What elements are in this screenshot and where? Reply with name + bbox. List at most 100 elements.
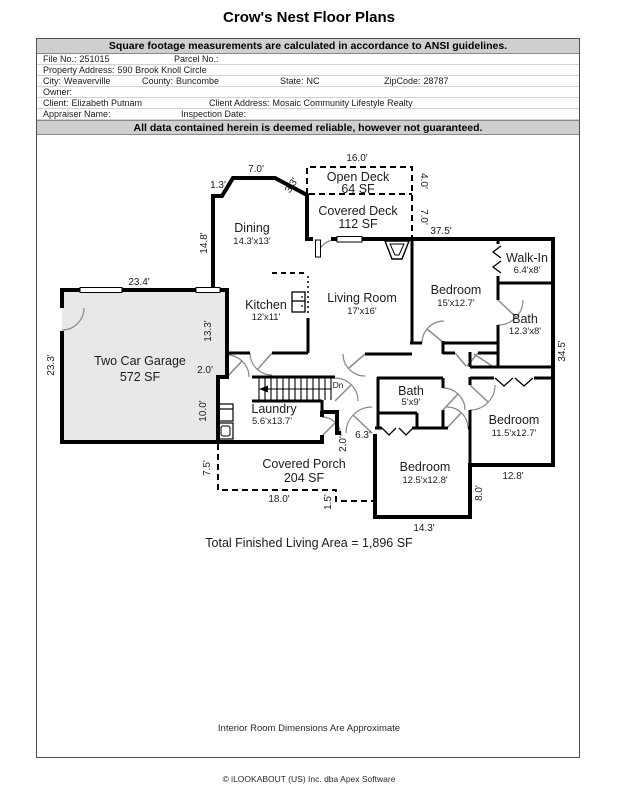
file-no-value: 251015 bbox=[79, 54, 110, 64]
living-room-slider-window bbox=[336, 236, 363, 243]
room-bedroom1: Bedroom bbox=[431, 283, 482, 297]
room-garage: Two Car Garage bbox=[94, 354, 186, 368]
total-living-area: Total Finished Living Area = 1,896 SF bbox=[205, 536, 413, 550]
dim-7ft-deck: 7.0' bbox=[418, 209, 429, 225]
dim-23-4ft: 23.4' bbox=[128, 277, 149, 288]
ansi-banner: Square footage measurements are calculat… bbox=[37, 39, 579, 54]
page-title: Crow's Nest Floor Plans bbox=[223, 9, 395, 26]
room-bath1: Bath bbox=[512, 312, 538, 326]
dim-4ft: 4.0' bbox=[418, 173, 429, 189]
bedroom3-closet-bifold-icon bbox=[381, 427, 414, 436]
dim-34-5ft: 34.5' bbox=[557, 340, 568, 361]
room-bath2-size: 5'x9' bbox=[402, 397, 421, 408]
room-covered-deck-size: 112 SF bbox=[338, 217, 378, 231]
room-laundry: Laundry bbox=[251, 402, 297, 416]
interior-walls bbox=[227, 239, 553, 466]
dim-12-8ft: 12.8' bbox=[502, 471, 523, 482]
zipcode-value: 28787 bbox=[423, 76, 449, 86]
stair-direction-arrow bbox=[259, 385, 268, 393]
dim-18ft: 18.0' bbox=[268, 494, 289, 505]
room-living: Living Room bbox=[327, 291, 396, 305]
dimensions-disclaimer: Interior Room Dimensions Are Approximate bbox=[217, 723, 401, 734]
client-address-value: Mosaic Community Lifestyle Realty bbox=[272, 98, 413, 108]
info-row-city: City:Weaverville County:Buncombe State:N… bbox=[37, 76, 579, 87]
windows bbox=[79, 236, 363, 293]
copyright-line: © iLOOKABOUT (US) Inc. dba Apex Software bbox=[222, 774, 396, 784]
dim-14-8ft: 14.8' bbox=[199, 232, 210, 253]
county-label: County: bbox=[142, 76, 174, 86]
garage-fill bbox=[62, 290, 227, 442]
room-dining-size: 14.3'x13' bbox=[233, 236, 271, 247]
dim-2ft-entry: 2.0' bbox=[338, 436, 349, 452]
garage-window-left bbox=[79, 287, 123, 293]
reliability-banner: All data contained herein is deemed reli… bbox=[37, 120, 579, 135]
room-bath2: Bath bbox=[398, 384, 424, 398]
room-open-deck: Open Deck bbox=[327, 170, 390, 184]
room-bedroom2: Bedroom bbox=[489, 413, 540, 427]
porch-dashed-outline bbox=[217, 444, 374, 502]
room-bedroom3-size: 12.5'x12.8' bbox=[402, 475, 448, 486]
room-kitchen-size: 12'x11' bbox=[252, 312, 281, 323]
room-bedroom2-size: 11.5'x12.7' bbox=[492, 428, 537, 439]
info-row-owner: Owner: bbox=[37, 87, 579, 98]
deck-door-leaf bbox=[315, 239, 321, 258]
property-address-label: Property Address: bbox=[43, 65, 115, 75]
dim-16ft: 16.0' bbox=[346, 153, 367, 164]
exterior-walls bbox=[60, 176, 555, 519]
dim-8ft: 8.0' bbox=[474, 485, 485, 501]
room-kitchen: Kitchen bbox=[245, 298, 287, 312]
room-living-size: 17'x16' bbox=[347, 306, 377, 317]
fireplace-icon bbox=[383, 240, 411, 260]
parcel-no-label: Parcel No.: bbox=[174, 54, 219, 64]
dim-7ft-top: 7.0' bbox=[248, 164, 264, 175]
dim-23-3ft: 23.3' bbox=[46, 354, 57, 375]
property-address-value: 590 Brook Knoll Circle bbox=[117, 65, 207, 75]
city-label: City: bbox=[43, 76, 61, 86]
room-bedroom1-size: 15'x12.7' bbox=[437, 298, 475, 309]
dim-14-3ft: 14.3' bbox=[413, 523, 434, 534]
refrigerator-icon bbox=[291, 291, 306, 313]
room-bath1-size: 12.3'x8' bbox=[509, 326, 541, 337]
info-row-client: Client:Elizabeth Putnam Client Address:M… bbox=[37, 98, 579, 109]
dim-1-5ft: 1.5' bbox=[323, 494, 334, 510]
room-walkin: Walk-In bbox=[506, 251, 548, 265]
county-value: Buncombe bbox=[176, 76, 220, 86]
room-laundry-size: 5.6'x13.7' bbox=[252, 416, 292, 427]
room-covered-deck: Covered Deck bbox=[318, 204, 398, 218]
client-address-label: Client Address: bbox=[209, 98, 270, 108]
client-label: Client: bbox=[43, 98, 69, 108]
dim-6-3ft: 6.3' bbox=[355, 430, 371, 441]
stairs-dn-label: Dn bbox=[333, 380, 344, 390]
dim-37-5ft: 37.5' bbox=[430, 226, 451, 237]
zipcode-label: ZipCode: bbox=[384, 76, 421, 86]
info-row-appraiser: Appraiser Name: Inspection Date: bbox=[37, 109, 579, 120]
walkin-bifold-icon bbox=[491, 245, 502, 274]
deck-dashed-outline bbox=[306, 166, 413, 239]
room-garage-size: 572 SF bbox=[120, 370, 161, 384]
dim-2ft-garage: 2.0' bbox=[197, 365, 213, 376]
file-no-label: File No.: bbox=[43, 54, 77, 64]
dim-7-5ft: 7.5' bbox=[202, 460, 213, 476]
dim-1-3ft: 1.3' bbox=[210, 180, 226, 191]
garage-window-right bbox=[195, 287, 221, 293]
info-row-address: Property Address:590 Brook Knoll Circle bbox=[37, 65, 579, 76]
owner-label: Owner: bbox=[43, 87, 73, 97]
state-label: State: bbox=[280, 76, 304, 86]
room-bedroom3: Bedroom bbox=[400, 460, 451, 474]
washer-dryer-icon bbox=[217, 403, 234, 440]
dim-13-3ft: 13.3' bbox=[203, 320, 214, 341]
client-value: Elizabeth Putnam bbox=[71, 98, 143, 108]
info-row-file: File No.:251015 Parcel No.: bbox=[37, 54, 579, 65]
city-value: Weaverville bbox=[64, 76, 111, 86]
closet-chevrons bbox=[381, 245, 534, 436]
room-walkin-size: 6.4'x8' bbox=[514, 265, 541, 276]
appraiser-label: Appraiser Name: bbox=[43, 109, 111, 119]
room-open-deck-size: 64 SF bbox=[341, 182, 375, 196]
room-dining: Dining bbox=[234, 221, 269, 235]
inspection-date-label: Inspection Date: bbox=[181, 109, 247, 119]
bedroom2-closet-bifold-icon bbox=[494, 377, 534, 387]
room-porch-size: 204 SF bbox=[284, 471, 325, 485]
room-porch: Covered Porch bbox=[262, 457, 345, 471]
